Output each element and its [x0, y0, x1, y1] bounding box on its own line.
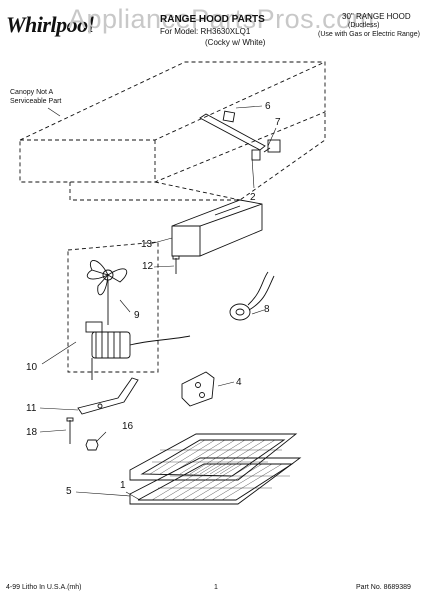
motor-assembly-box [67, 241, 159, 373]
callout-18: 18 [26, 427, 38, 438]
filter-mesh [149, 439, 290, 501]
diagram-title: RANGE HOOD PARTS [160, 14, 265, 25]
callout-12: 12 [142, 261, 154, 272]
footer-page-number: 1 [214, 584, 218, 591]
screw-12 [172, 255, 180, 274]
motor-bracket [77, 377, 139, 415]
motor [85, 321, 191, 380]
screw-18 [66, 417, 74, 444]
whirlpool-logo: Whirlpool [6, 12, 94, 37]
product-name: 30" RANGE HOOD [342, 12, 411, 21]
callout-6: 6 [265, 101, 271, 112]
callout-7: 7 [275, 117, 281, 128]
filter-tray [171, 199, 263, 257]
callout-4: 4 [236, 377, 242, 388]
callout-10: 10 [26, 362, 38, 373]
leader-lines [39, 105, 277, 501]
footer-litho: 4-99 Litho In U.S.A.(mh) [6, 584, 82, 591]
switch-bracket [181, 371, 215, 407]
footer-part-number: Part No. 8689389 [356, 584, 411, 591]
callout-13: 13 [141, 239, 153, 250]
charcoal-filter-upper [129, 433, 298, 481]
canopy-note-line1: Canopy Not A [10, 89, 54, 96]
canopy-outline [19, 61, 326, 201]
callout-1: 1 [120, 480, 126, 491]
canopy-note-line2: Serviceable Part [10, 98, 62, 105]
watermark: AppliancePartsPros.com [68, 4, 375, 34]
light-socket [229, 271, 275, 321]
callout-11: 11 [26, 403, 37, 414]
fan-blade [86, 260, 128, 325]
color-label: (Cocky w/ White) [205, 38, 266, 47]
callout-2: 2 [250, 192, 256, 203]
callout-5: 5 [66, 486, 72, 497]
product-type: (Ductless) [348, 22, 380, 29]
callout-16: 16 [122, 421, 134, 432]
callout-9: 9 [134, 310, 140, 321]
nut-16 [85, 439, 99, 451]
model-number: For Model: RH3630XLQ1 [160, 27, 251, 36]
callout-8: 8 [264, 304, 270, 315]
product-usage: (Use with Gas or Electric Range) [318, 31, 420, 38]
